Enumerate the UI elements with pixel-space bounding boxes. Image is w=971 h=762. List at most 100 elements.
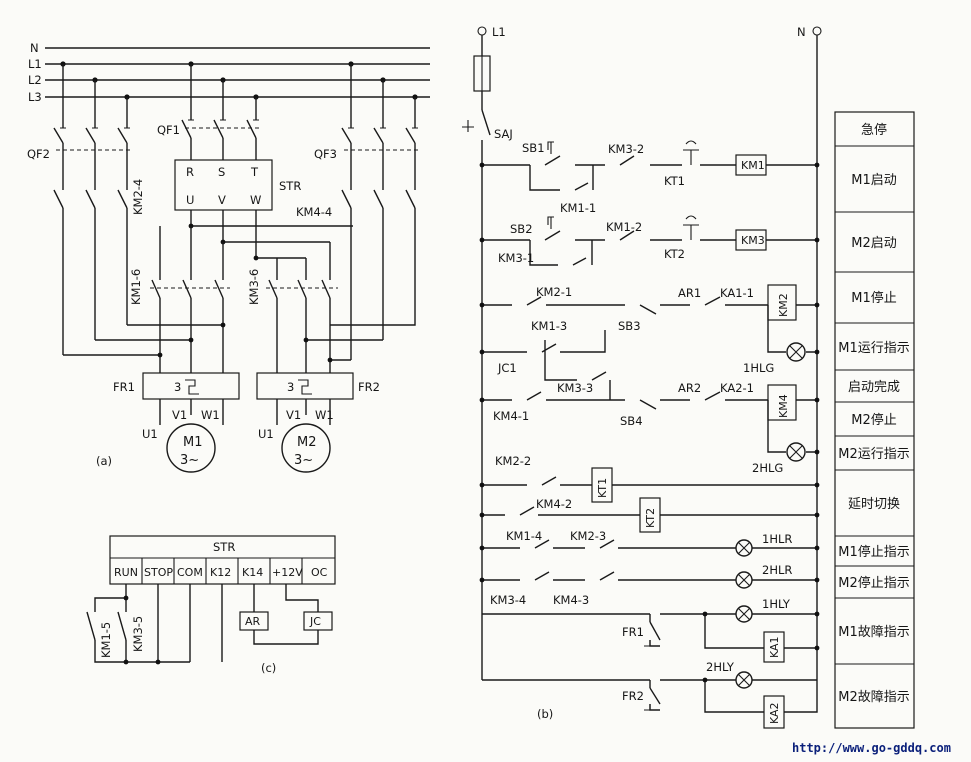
m1-v1: V1 (172, 408, 187, 422)
diagram-a: N L1 L2 L3 QF2 KM2-4 QF1 R S T U V W STR… (27, 41, 430, 473)
starter-label: STR (279, 179, 301, 193)
terminal-k14: K14 (242, 566, 263, 579)
coil-ka2: KA2 (768, 702, 781, 724)
fr2-label: FR2 (358, 380, 380, 394)
terminal-stop: STOP (144, 566, 173, 579)
km3-1-label: KM3-1 (498, 251, 534, 265)
bus-label-n: N (30, 41, 39, 55)
coil-ar: AR (245, 615, 261, 628)
bus-label-l3: L3 (28, 90, 42, 104)
supply-n: N (797, 25, 806, 39)
ka2-1-label: KA2-1 (720, 381, 754, 395)
str-title: STR (213, 540, 235, 554)
fr1-contact-label: FR1 (622, 625, 644, 639)
coil-kt1: KT1 (596, 478, 609, 498)
2hlr-label: 2HLR (762, 563, 792, 577)
1hly-label: 1HLY (762, 597, 791, 611)
fr1-num: 3 (174, 380, 181, 394)
sb1-label: SB1 (522, 141, 545, 155)
m2-w1: W1 (315, 408, 334, 422)
qf3-label: QF3 (314, 147, 337, 161)
km3-4-label: KM3-4 (490, 593, 526, 607)
legend-2: M2启动 (851, 236, 897, 251)
terminal-com: COM (177, 566, 203, 579)
bus-label-l1: L1 (28, 57, 42, 71)
2hly-label: 2HLY (706, 660, 735, 674)
legend-8: 延时切换 (848, 497, 900, 512)
km2-3-label: KM2-3 (570, 529, 606, 543)
terminal-12v: +12V (272, 566, 303, 579)
coil-km3: KM3 (741, 234, 765, 247)
km1-6-label: KM1-6 (129, 269, 143, 305)
m1-kind: 3~ (180, 453, 199, 468)
km2-2-label: KM2-2 (495, 454, 531, 468)
sb3-label: SB3 (618, 319, 641, 333)
qf2-label: QF2 (27, 147, 50, 161)
1hlr-label: 1HLR (762, 532, 792, 546)
km3-2-label: KM3-2 (608, 142, 644, 156)
caption-a: (a) (96, 454, 112, 468)
watermark-url: http://www.go-gddq.com (792, 741, 951, 755)
coil-km4: KM4 (777, 394, 790, 418)
starter-in-r: R (186, 165, 194, 179)
legend-1: M1启动 (851, 173, 897, 188)
jc1-label: JC1 (497, 361, 517, 375)
m2-u1: U1 (258, 427, 274, 441)
legend-7: M2运行指示 (838, 447, 910, 462)
starter-in-s: S (218, 165, 225, 179)
legend-9: M1停止指示 (838, 544, 910, 560)
starter-out-w: W (250, 193, 261, 207)
starter-out-v: V (218, 193, 226, 207)
1hlg-label: 1HLG (743, 361, 774, 375)
coil-jc: JC (309, 615, 321, 628)
qf1-label: QF1 (157, 123, 180, 137)
terminal-run: RUN (114, 566, 138, 579)
diagram-c: STR RUN STOP COM K12 K14 +12V OC KM1-5 K… (86, 535, 336, 675)
km3-6-label: KM3-6 (247, 269, 261, 305)
km4-3-label: KM4-3 (553, 593, 589, 607)
kt1-label: KT1 (664, 174, 685, 188)
diagram-b: L1 N SAJ KM1 SB1 KM3-2 KT1 KM1-1 KM3 SB2… (462, 25, 822, 729)
switch-saj: SAJ (494, 127, 513, 141)
coil-ka1: KA1 (768, 636, 781, 658)
legend-0: 急停 (861, 122, 887, 138)
caption-c: (c) (261, 661, 276, 675)
coil-km1: KM1 (741, 159, 765, 172)
km1-3-label: KM1-3 (531, 319, 567, 333)
ar2-label: AR2 (678, 381, 701, 395)
caption-b: (b) (537, 707, 553, 721)
starter-in-t: T (250, 165, 259, 179)
m1-u1: U1 (142, 427, 158, 441)
ka1-1-label: KA1-1 (720, 286, 754, 300)
fr2-num: 3 (287, 380, 294, 394)
km4-1-label: KM4-1 (493, 409, 529, 423)
bus-label-l2: L2 (28, 73, 42, 87)
fr1-label: FR1 (113, 380, 135, 394)
legend-11: M1故障指示 (838, 625, 910, 640)
km4-2-label: KM4-2 (536, 497, 572, 511)
terminal-oc: OC (311, 566, 328, 579)
ar1-label: AR1 (678, 286, 701, 300)
legend-10: M2停止指示 (838, 575, 910, 591)
terminal-k12: K12 (210, 566, 231, 579)
2hlg-label: 2HLG (752, 461, 783, 475)
legend-12: M2故障指示 (838, 690, 910, 705)
coil-kt2: KT2 (644, 508, 657, 528)
m1-name: M1 (183, 435, 203, 450)
km3-3-label: KM3-3 (557, 381, 593, 395)
sb2-label: SB2 (510, 222, 533, 236)
starter-out-u: U (186, 193, 194, 207)
sb4-label: SB4 (620, 414, 643, 428)
m2-v1: V1 (286, 408, 301, 422)
m2-name: M2 (297, 435, 317, 450)
km1-5-label: KM1-5 (99, 622, 113, 658)
function-legend: 急停 M1启动 M2启动 M1停止 M1运行指示 启动完成 M2停止 M2运行指… (834, 111, 915, 729)
coil-km2: KM2 (777, 293, 790, 317)
supply-l1: L1 (492, 25, 506, 39)
km1-1-label: KM1-1 (560, 201, 596, 215)
km1-4-label: KM1-4 (506, 529, 542, 543)
km3-5-label: KM3-5 (131, 616, 145, 652)
fr2-contact-label: FR2 (622, 689, 644, 703)
kt2-label: KT2 (664, 247, 685, 261)
